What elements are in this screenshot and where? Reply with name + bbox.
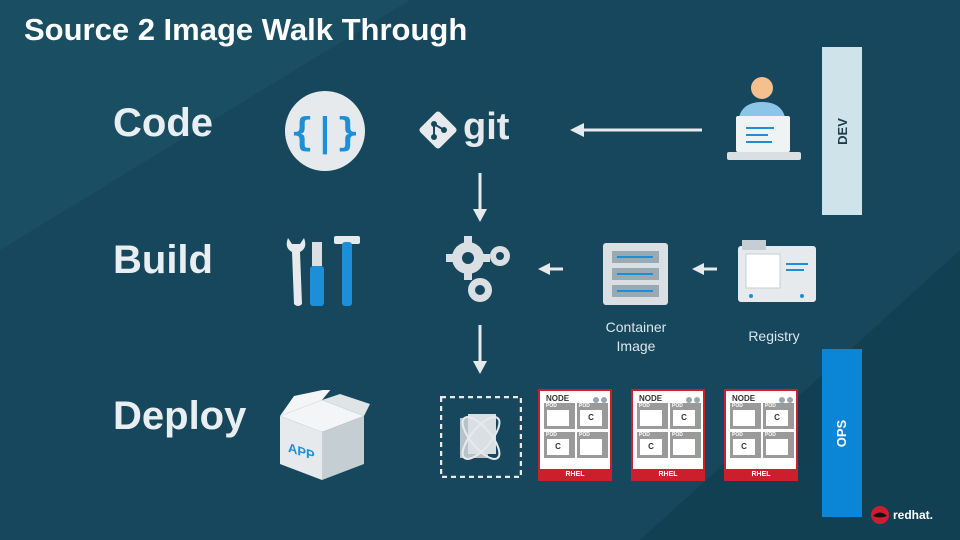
- arrow-registry-to-image: [692, 263, 717, 275]
- node-footer-rhel: RHEL: [631, 469, 705, 481]
- pod-label: POD: [639, 432, 650, 438]
- node-status-dot: [787, 397, 793, 403]
- bg-diagonal-top: [0, 0, 410, 250]
- node-title: NODE: [546, 394, 570, 403]
- row-label-build: Build: [113, 238, 213, 282]
- row-label-code: Code: [113, 101, 213, 145]
- arrow-dev-to-git: [570, 123, 702, 137]
- gears-icon: [446, 236, 510, 302]
- pod-label: POD: [765, 403, 776, 409]
- deployment-icon: [440, 396, 522, 478]
- pod-container: [640, 410, 662, 426]
- arrow-build-to-deploy: [473, 325, 487, 374]
- pod: POD: [730, 403, 761, 429]
- pod-label: POD: [672, 432, 683, 438]
- pod-container: [766, 439, 788, 455]
- tools-icon: [286, 236, 360, 306]
- pod-label: POD: [546, 432, 557, 438]
- developer-laptop-icon: [727, 77, 801, 160]
- svg-text:{|}: {|}: [291, 110, 360, 155]
- node-status-dot: [686, 397, 692, 403]
- pod: POD: [670, 432, 701, 458]
- node-title: NODE: [639, 394, 663, 403]
- pod-container: [733, 410, 755, 426]
- redhat-logo-icon: [871, 506, 889, 524]
- node-title: NODE: [732, 394, 756, 403]
- node-footer-rhel: RHEL: [538, 469, 612, 481]
- pod: POD: [637, 403, 668, 429]
- pod: POD: [763, 432, 794, 458]
- slide-title: Source 2 Image Walk Through: [24, 12, 468, 47]
- pod-label: POD: [765, 432, 776, 438]
- pod-label: POD: [672, 403, 683, 409]
- pod-container: [547, 410, 569, 426]
- pod-label: POD: [732, 432, 743, 438]
- pod: POD: [544, 403, 575, 429]
- curly-braces-icon: {|}: [285, 91, 365, 171]
- app-box-icon: APP: [274, 390, 370, 482]
- registry-label: Registry: [748, 328, 800, 344]
- pod-container: [580, 439, 602, 455]
- container-image-icon: [603, 243, 668, 305]
- node-status-dot: [779, 397, 785, 403]
- pod-container: C: [673, 410, 695, 426]
- git-logo-icon: [419, 111, 457, 149]
- container-image-label: Container Image: [605, 319, 667, 354]
- pod-container: [673, 439, 695, 455]
- node-status-dot: [601, 397, 607, 403]
- git-text: git: [463, 106, 510, 148]
- node-status-dot: [593, 397, 599, 403]
- arrow-git-to-build: [473, 173, 487, 222]
- node-status-dot: [694, 397, 700, 403]
- bg-diagonal-bottom: [640, 250, 960, 540]
- pod-label: POD: [639, 403, 650, 409]
- dev-bar: DEV: [822, 47, 862, 215]
- ops-bar: OPS: [822, 349, 862, 517]
- row-label-deploy: Deploy: [113, 394, 247, 438]
- registry-icon: [738, 240, 816, 302]
- pod-label: POD: [579, 403, 590, 409]
- dev-bar-label: DEV: [834, 117, 850, 145]
- pod-container: C: [580, 410, 602, 426]
- pod: POD: [577, 432, 608, 458]
- pod-container: C: [547, 439, 569, 455]
- redhat-brand-text: redhat.: [893, 508, 934, 522]
- node-footer-rhel: RHEL: [724, 469, 798, 481]
- arrow-image-to-build: [538, 263, 563, 275]
- pod-label: POD: [546, 403, 557, 409]
- pod-container: C: [733, 439, 755, 455]
- ops-bar-label: OPS: [834, 419, 850, 447]
- pod-container: C: [640, 439, 662, 455]
- pod-container: C: [766, 410, 788, 426]
- pod-label: POD: [579, 432, 590, 438]
- pod-label: POD: [732, 403, 743, 409]
